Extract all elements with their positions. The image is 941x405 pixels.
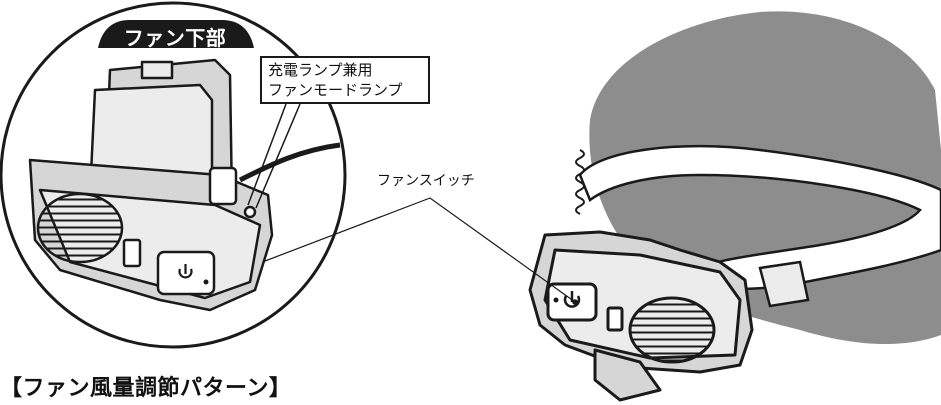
inset-detail xyxy=(0,1,347,349)
headband xyxy=(578,144,941,308)
callout-line-2: ファンモードランプ xyxy=(268,81,403,99)
inset-title: ファン下部 xyxy=(123,26,227,50)
callout-line-1: 充電ランプ兼用 xyxy=(268,61,373,79)
inset-power-icon xyxy=(178,264,193,279)
coiled-cord xyxy=(575,149,585,215)
section-heading: 【ファン風量調節パターン】 xyxy=(0,376,292,401)
charge-lamp-callout: 充電ランプ兼用 ファンモードランプ xyxy=(260,56,430,104)
leader-line xyxy=(209,197,578,305)
fan-switch-label: ファンスイッチ xyxy=(377,173,475,189)
